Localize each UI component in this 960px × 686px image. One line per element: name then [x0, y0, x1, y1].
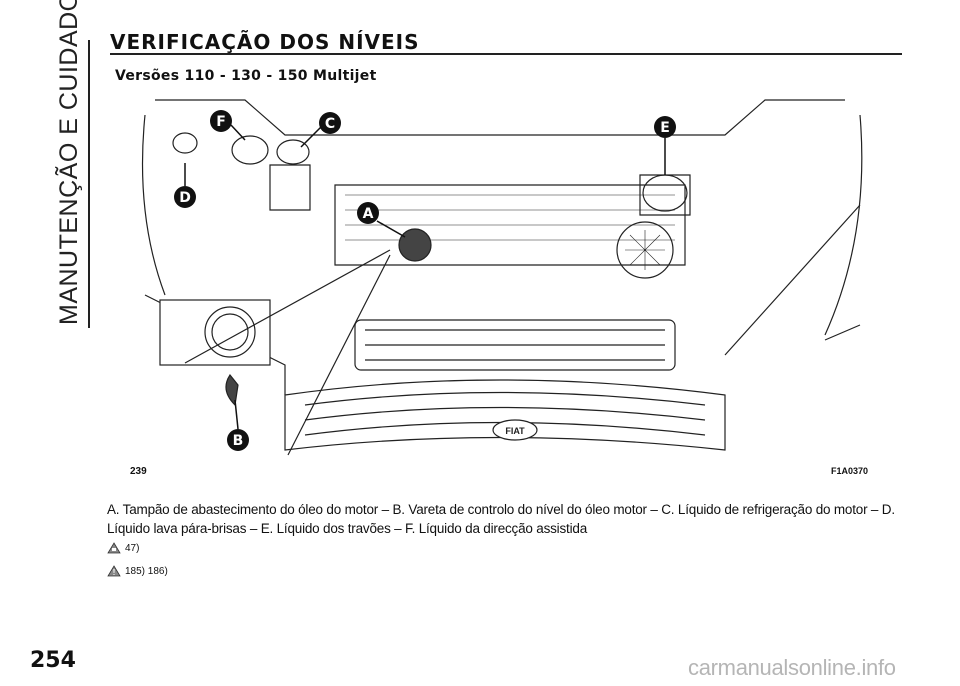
- svg-text:E: E: [660, 120, 670, 136]
- callout-c: C: [319, 112, 341, 134]
- figure-caption: A. Tampão de abastecimento do óleo do mo…: [107, 502, 895, 536]
- note-text: 47): [125, 542, 140, 554]
- title-rule: [110, 53, 902, 55]
- figure-code: F1A0370: [831, 466, 869, 476]
- callout-f: F: [210, 110, 232, 132]
- note-reference: 47): [107, 542, 139, 554]
- fiat-badge-label: FIAT: [505, 426, 525, 436]
- chapter-title: MANUTENÇÃO E CUIDADOS: [55, 0, 83, 325]
- warning-triangle-icon: [107, 565, 121, 577]
- svg-text:F: F: [216, 114, 226, 130]
- callout-e: E: [654, 116, 676, 138]
- figure-number: 239: [130, 466, 147, 477]
- warning-reference: 185) 186): [107, 565, 168, 577]
- svg-text:C: C: [325, 116, 335, 132]
- page-number: 254: [30, 648, 76, 673]
- chapter-rule: [88, 40, 90, 328]
- svg-text:B: B: [233, 433, 244, 449]
- section-subtitle: Versões 110 - 130 - 150 Multijet: [115, 68, 377, 84]
- watermark: carmanualsonline.info: [688, 655, 896, 680]
- callout-d: D: [174, 186, 196, 208]
- warning-text: 185) 186): [125, 565, 168, 577]
- hand-warning-icon: [107, 542, 121, 554]
- svg-text:D: D: [179, 190, 191, 206]
- callout-b: B: [227, 429, 249, 451]
- engine-bay-illustration: FIAT A B C D E F: [141, 99, 863, 456]
- svg-text:A: A: [363, 206, 374, 222]
- callout-a: A: [357, 202, 379, 224]
- section-title: VERIFICAÇÃO DOS NÍVEIS: [110, 30, 420, 54]
